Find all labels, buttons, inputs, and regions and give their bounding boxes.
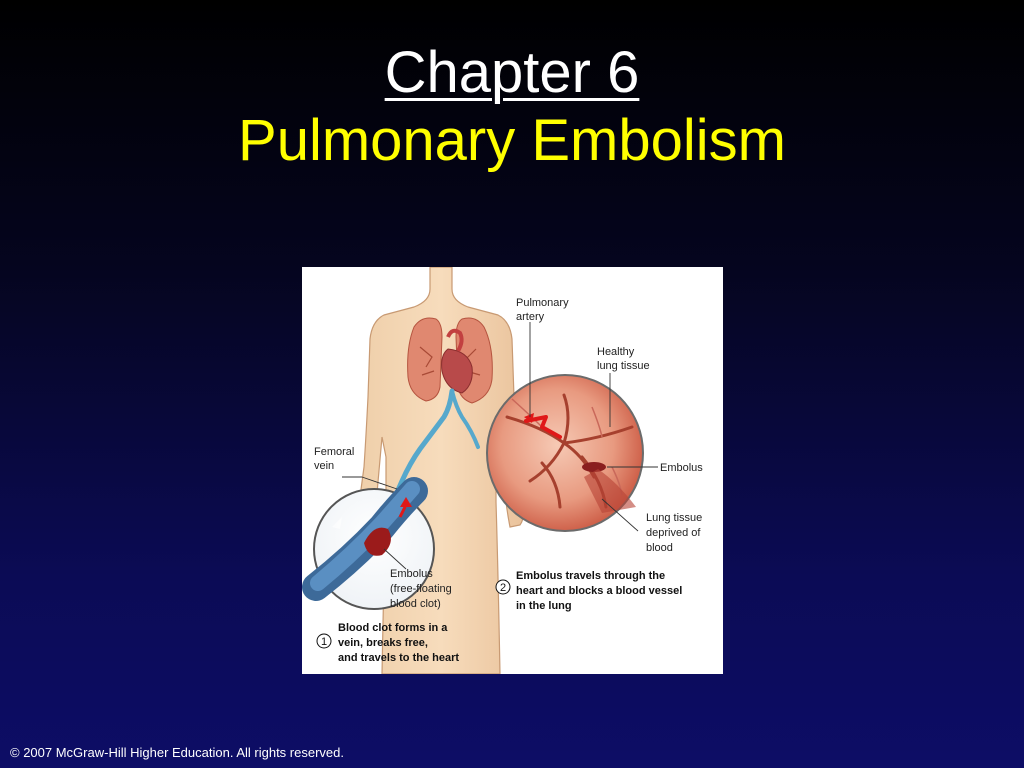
lung-zoom-circle: [486, 374, 644, 532]
step-2-number-circle: [495, 579, 511, 595]
slide-title: Chapter 6 Pulmonary Embolism: [0, 40, 1024, 176]
vein-zoom-circle: [302, 477, 435, 610]
lungs: [407, 317, 493, 404]
embolus-vein-label: Embolus (free-floating blood clot): [390, 568, 455, 610]
label-leader-lines: [342, 322, 658, 570]
step-1-number: 1: [321, 636, 327, 648]
pulmonary-embolism-illustration: Pulmonary artery Healthy lung tissue Emb…: [302, 267, 723, 674]
embolus-lung-label: Embolus: [660, 462, 703, 474]
anatomy-diagram: Pulmonary artery Healthy lung tissue Emb…: [302, 267, 705, 674]
step-2-caption: 2 Embolus travels through the heart and …: [495, 570, 685, 612]
step-1-number-circle: [316, 633, 332, 649]
femoral-vein-label: Femoral vein: [314, 446, 357, 472]
copyright-notice: © 2007 McGraw-Hill Higher Education. All…: [10, 745, 344, 760]
step-2-text: Embolus travels through the heart and bl…: [516, 570, 685, 612]
healthy-lung-tissue-label: Healthy lung tissue: [597, 346, 650, 372]
pulmonary-artery-label: Pulmonary artery: [516, 297, 572, 323]
step-2-number: 2: [500, 582, 506, 594]
topic-heading: Pulmonary Embolism: [238, 108, 786, 173]
step-1-text: Blood clot forms in a vein, breaks free,…: [338, 622, 459, 664]
lung-tissue-deprived-label: Lung tissue deprived of blood: [646, 512, 705, 554]
chapter-heading: Chapter 6: [384, 40, 640, 105]
step-1-caption: 1 Blood clot forms in a vein, breaks fre…: [316, 622, 459, 664]
